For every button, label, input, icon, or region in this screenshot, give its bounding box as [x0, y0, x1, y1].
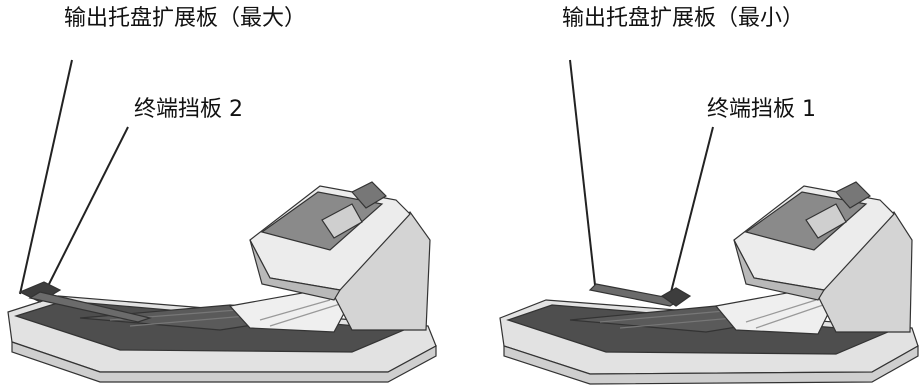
scanner-right	[499, 181, 919, 385]
leader-line-stopper-2	[43, 126, 129, 295]
leader-line-stopper-1	[669, 126, 714, 297]
end-stopper-1-label: 终端挡板 1	[707, 97, 816, 122]
leader-line-extension-min	[569, 59, 596, 286]
leader-line-extension-max	[19, 59, 73, 295]
end-stopper-2-label: 终端挡板 2	[134, 97, 243, 122]
output-tray-extension-min-label: 输出托盘扩展板（最小）	[562, 6, 805, 31]
scanner-left	[7, 181, 437, 383]
output-tray-extension-max-label: 输出托盘扩展板（最大）	[64, 6, 307, 31]
